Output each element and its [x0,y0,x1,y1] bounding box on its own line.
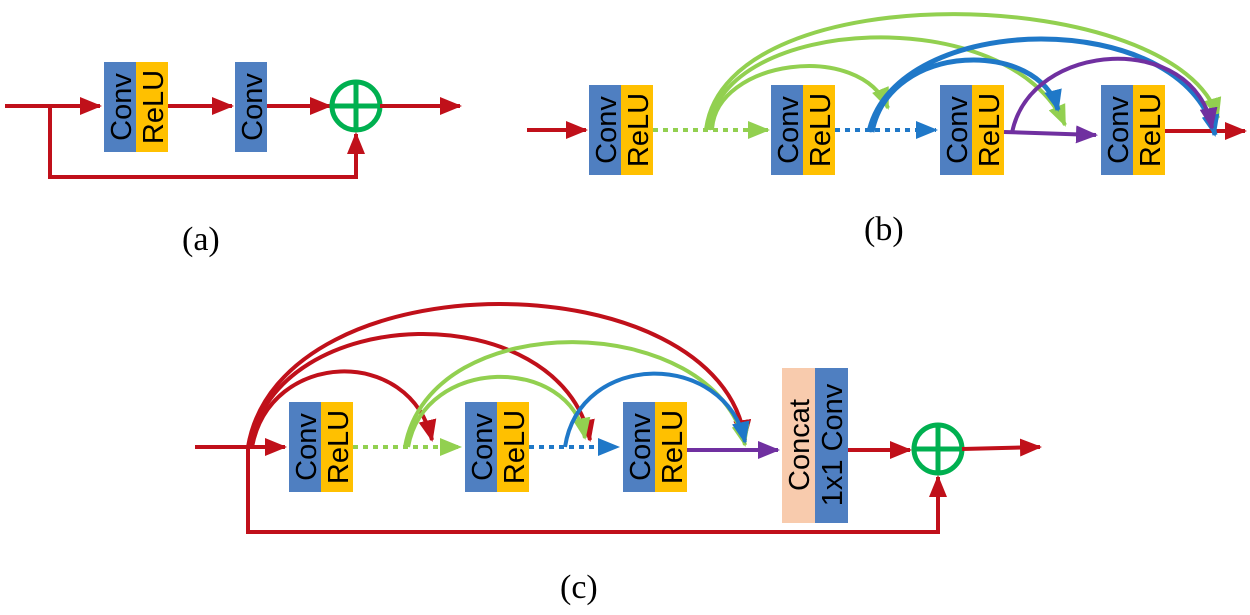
caption-c: (c) [560,569,598,606]
b-block-2: Conv ReLU [771,85,837,175]
c-block-2: Conv ReLU [465,402,531,492]
b-blue-arc-to-4 [866,36,1220,137]
c-block-3: Conv ReLU [623,402,689,492]
c-concat-block: Concat 1x1 Conv [782,368,849,523]
a-relu-label: ReLU [138,70,170,144]
c-skip-connection [246,447,947,534]
caption-a: (a) [182,221,220,258]
c-block-1: Conv ReLU [289,402,355,492]
b-block-1: Conv ReLU [589,85,655,175]
caption-b: (b) [864,211,904,248]
b-purple-arrow [1003,125,1098,144]
diagram-b: Conv ReLU Conv ReLU Conv ReLU Conv ReLU [527,12,1247,248]
b3-relu-label: ReLU [974,93,1006,167]
b4-conv-label: Conv [1103,96,1135,164]
b-green-arc-to-3 [707,35,1067,131]
c-red-arc-to-concat [246,302,752,448]
b1-relu-label: ReLU [623,93,655,167]
b-block-4: Conv ReLU [1101,85,1167,175]
b3-conv-label: Conv [942,96,974,164]
c3-conv-label: Conv [625,413,657,481]
circle-plus-icon [911,422,965,476]
c-red-arc-to-1 [250,369,437,448]
concat-label: Concat [784,399,816,491]
c3-relu-label: ReLU [657,410,689,484]
conv1x1-label: 1x1 Conv [817,383,849,506]
c-red-arc-to-2 [248,331,595,448]
c2-relu-label: ReLU [499,410,531,484]
c-green-arc-to-3 [406,374,591,448]
b-green-arc-to-4 [704,12,1222,131]
b2-conv-label: Conv [773,96,805,164]
b2-relu-label: ReLU [805,93,837,167]
a-skip-connection [48,106,365,179]
a-conv-block: Conv [235,62,269,152]
a-conv2-label: Conv [237,73,269,141]
c2-conv-label: Conv [467,413,499,481]
c1-relu-label: ReLU [323,410,355,484]
circle-plus-icon [329,79,383,133]
a-conv-relu-block: Conv ReLU [104,62,170,152]
b-purple-arc-to-4 [1010,56,1218,134]
b4-relu-label: ReLU [1135,93,1167,167]
diagram-c: Conv ReLU Conv ReLU Conv ReLU Concat 1x1… [195,302,1042,606]
a-conv-label: Conv [106,73,138,141]
b1-conv-label: Conv [591,96,623,164]
b-green-arc-to-2 [710,64,890,131]
diagram-a: Conv ReLU Conv (a) [5,62,462,258]
c1-conv-label: Conv [291,413,323,481]
c-output-arrow [961,438,1042,457]
c-blue-arc-to-concat [563,371,750,448]
b-block-3: Conv ReLU [940,85,1006,175]
